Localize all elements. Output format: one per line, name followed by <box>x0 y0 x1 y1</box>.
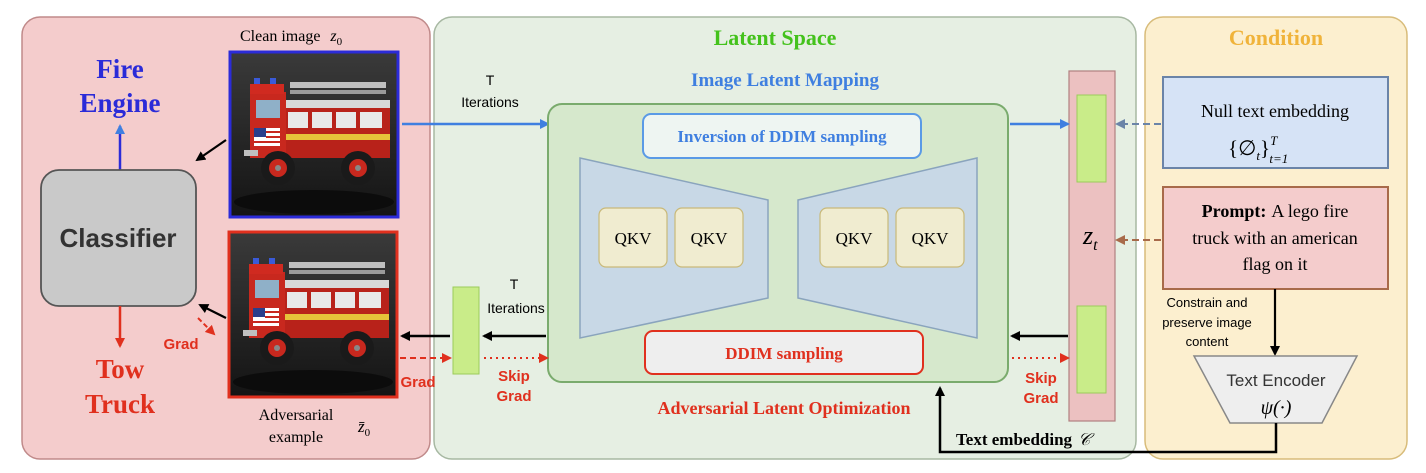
skip-grad-left-1: Skip <box>498 368 530 385</box>
unet-encoder <box>579 157 769 339</box>
fire-engine-label-2: Engine <box>79 88 160 118</box>
fire-engine-label-1: Fire <box>96 54 143 84</box>
svg-text:QKV: QKV <box>615 229 653 248</box>
optimized-latent-block <box>452 286 480 375</box>
adversarial-symbol: z̄0 <box>357 417 371 439</box>
text-embedding-path <box>935 386 1278 454</box>
adversarial-label-2: example <box>269 429 323 446</box>
top-iterations-t: T <box>486 72 495 88</box>
grad-small-arrow <box>197 317 216 336</box>
classifier-label: Classifier <box>59 223 176 253</box>
svg-text:QKV: QKV <box>836 229 874 248</box>
svg-text:QKV: QKV <box>912 229 950 248</box>
top-iterations-label: Iterations <box>461 94 519 110</box>
zt-top-block <box>1076 94 1107 183</box>
skip-grad-right-1: Skip <box>1025 370 1057 387</box>
prompt-line-2: truck with an american <box>1192 228 1357 248</box>
tow-truck-label-2: Truck <box>85 389 155 419</box>
text-encoder-label: Text Encoder <box>1226 371 1326 390</box>
svg-text:QKV: QKV <box>691 229 729 248</box>
adversarial-latent-optimization-title: Adversarial Latent Optimization <box>658 398 911 418</box>
ddim-sampling-box <box>644 330 924 375</box>
prompt-box <box>1162 186 1389 290</box>
grad-small-label: Grad <box>163 336 198 353</box>
inversion-box <box>642 113 922 159</box>
adversarial-label-1: Adversarial <box>259 407 334 424</box>
zt-label: zt <box>1082 221 1098 254</box>
clean-image-label: Clean image z0 <box>240 28 343 48</box>
bottom-iterations-label: Iterations <box>487 300 545 316</box>
arrow-clean-to-classifier <box>195 139 227 162</box>
constrain-line-3: content <box>1186 334 1229 349</box>
arrow-adv-to-classifier <box>198 304 227 319</box>
qkv-block-3: QKV <box>819 207 889 268</box>
constrain-line-2: preserve image <box>1162 315 1252 330</box>
ddim-sampling-label: DDIM sampling <box>725 344 843 363</box>
qkv-block-2: QKV <box>674 207 744 268</box>
inversion-label: Inversion of DDIM sampling <box>677 127 887 146</box>
condition-title: Condition <box>1229 25 1323 50</box>
null-text-embedding-label: Null text embedding <box>1201 101 1349 121</box>
qkv-block-1: QKV <box>598 207 668 268</box>
bottom-iterations-t: T <box>510 276 519 292</box>
adversarial-image <box>227 230 399 399</box>
grad-bottom-label: Grad <box>400 374 435 391</box>
text-encoder-psi: ψ(·) <box>1261 397 1292 419</box>
latent-space-title: Latent Space <box>714 25 837 50</box>
text-encoder-shape <box>1192 355 1359 424</box>
null-text-embedding-box <box>1162 76 1389 169</box>
prompt-line-3: flag on it <box>1243 254 1308 274</box>
skip-grad-left-2: Grad <box>496 388 531 405</box>
classifier-box <box>40 169 197 307</box>
clean-image <box>228 50 400 219</box>
prompt-line-1: Prompt:A lego fire <box>1202 201 1349 221</box>
tow-truck-label-1: Tow <box>96 354 145 384</box>
image-latent-mapping-title: Image Latent Mapping <box>691 70 879 91</box>
zt-bottom-block <box>1076 305 1107 394</box>
constrain-line-1: Constrain and <box>1167 295 1248 310</box>
qkv-block-4: QKV <box>895 207 965 268</box>
skip-grad-right-2: Grad <box>1023 390 1058 407</box>
